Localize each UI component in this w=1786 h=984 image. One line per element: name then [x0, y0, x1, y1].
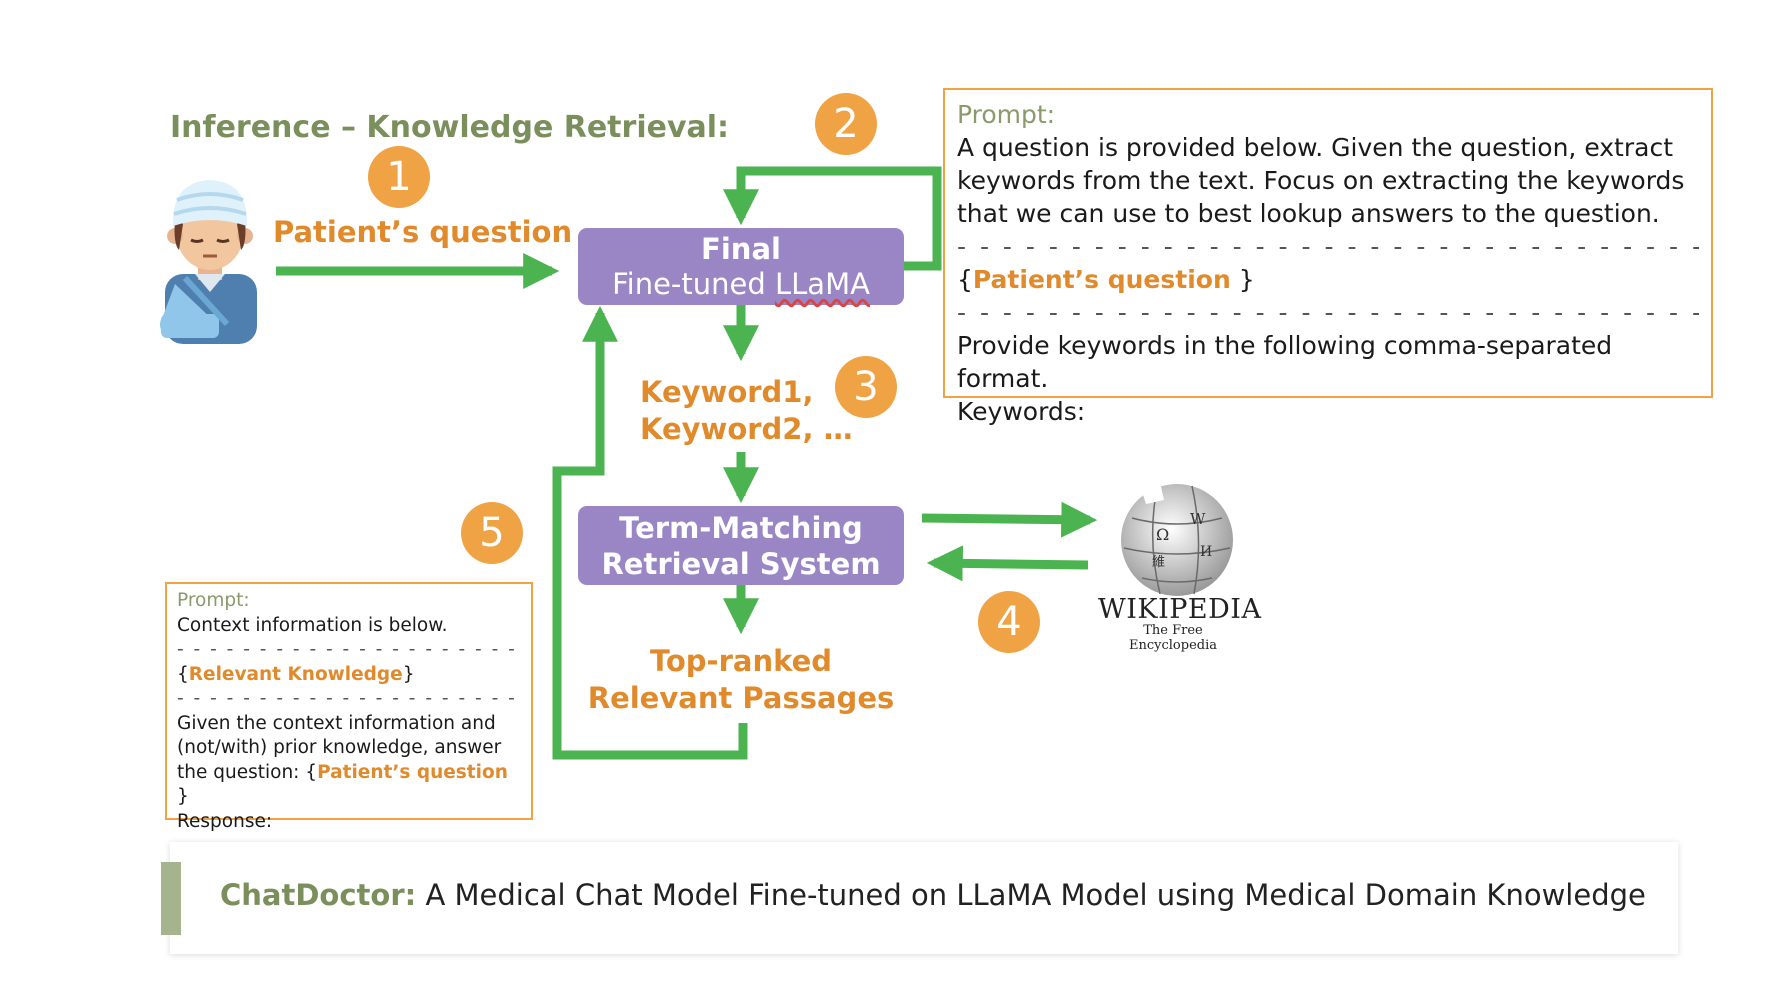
prompt-line: Provide keywords in the following comma-…	[957, 331, 1613, 393]
prompt-question-line: the question: {Patient’s question }	[177, 761, 508, 808]
svg-text:W: W	[1190, 510, 1206, 528]
wikipedia-wordmark: WIKIPEDIA	[1098, 594, 1262, 625]
keywords-label: Keyword1, Keyword2, …	[640, 375, 853, 446]
arrow-passages-feedback-loop	[552, 305, 748, 760]
prompt-divider: - - - - - - - - - - - - - - - - - - - - …	[957, 232, 1699, 261]
prompt-title: Prompt:	[957, 100, 1056, 129]
prompt-title: Prompt:	[177, 590, 250, 611]
prompt-line: keywords from the text. Focus on extract…	[957, 166, 1685, 195]
svg-text:Ω: Ω	[1156, 525, 1169, 544]
retrieval-box-line1: Term-Matching	[619, 510, 863, 545]
term-matching-retrieval-box: Term-Matching Retrieval System	[578, 506, 904, 585]
footer-text: ChatDoctor: A Medical Chat Model Fine-tu…	[220, 878, 1646, 912]
arrow-retrieval-to-wikipedia	[921, 501, 1098, 538]
prompt-placeholder: {Patient’s question }	[957, 265, 1255, 294]
svg-text:И: И	[1200, 544, 1212, 560]
fine-tuned-llama-box: Final Fine-tuned LLaMA	[578, 228, 904, 305]
patient-question-label: Patient’s question	[273, 215, 573, 249]
top-ranked-passages-label: Top-ranked Relevant Passages	[587, 644, 895, 715]
response-prompt: Prompt: Context information is below. - …	[165, 582, 533, 832]
prompt-divider: - - - - - - - - - - - - - - - - - - - - …	[177, 688, 517, 709]
arrow-llama-self-loop	[723, 166, 942, 271]
prompt-knowledge: {Relevant Knowledge}	[177, 663, 415, 685]
prompt-divider: - - - - - - - - - - - - - - - - - - - - …	[957, 298, 1699, 327]
wikipedia-globe-icon: Ω W И 維	[1112, 478, 1242, 598]
page-title: Inference – Knowledge Retrieval:	[170, 110, 730, 145]
llama-box-subtitle: Fine-tuned LLaMA	[612, 266, 870, 301]
llama-box-title: Final	[701, 231, 781, 266]
prompt-line: that we can use to best lookup answers t…	[957, 199, 1660, 228]
injured-patient-icon	[155, 174, 265, 344]
footer-caption: ChatDoctor: A Medical Chat Model Fine-tu…	[161, 842, 1678, 954]
prompt-line: Context information is below.	[177, 614, 448, 636]
keyword-extraction-prompt: Prompt: A question is provided below. Gi…	[943, 88, 1713, 426]
step-1-badge: 1	[368, 146, 430, 208]
svg-text:維: 維	[1152, 555, 1165, 570]
prompt-line: Given the context information and	[177, 712, 496, 734]
prompt-line: Response:	[177, 810, 273, 832]
step-5-badge: 5	[461, 502, 523, 564]
prompt-line: Keywords:	[957, 397, 1086, 426]
prompt-divider: - - - - - - - - - - - - - - - - - - - - …	[177, 639, 517, 660]
footer-brand: ChatDoctor:	[220, 878, 417, 912]
retrieval-box-line2: Retrieval System	[601, 546, 881, 581]
arrow-wikipedia-to-retrieval	[926, 545, 1089, 582]
step-2-badge: 2	[815, 93, 877, 155]
wikipedia-logo-text: WIKIPEDIA The Free Encyclopedia	[1098, 594, 1262, 653]
wikipedia-tagline: The Free Encyclopedia	[1129, 623, 1217, 653]
step-4-badge: 4	[978, 591, 1040, 653]
footer-accent-bar	[161, 862, 181, 935]
prompt-line: A question is provided below. Given the …	[957, 133, 1674, 162]
prompt-line: (not/with) prior knowledge, answer	[177, 737, 502, 758]
step-3-badge: 3	[835, 356, 897, 418]
